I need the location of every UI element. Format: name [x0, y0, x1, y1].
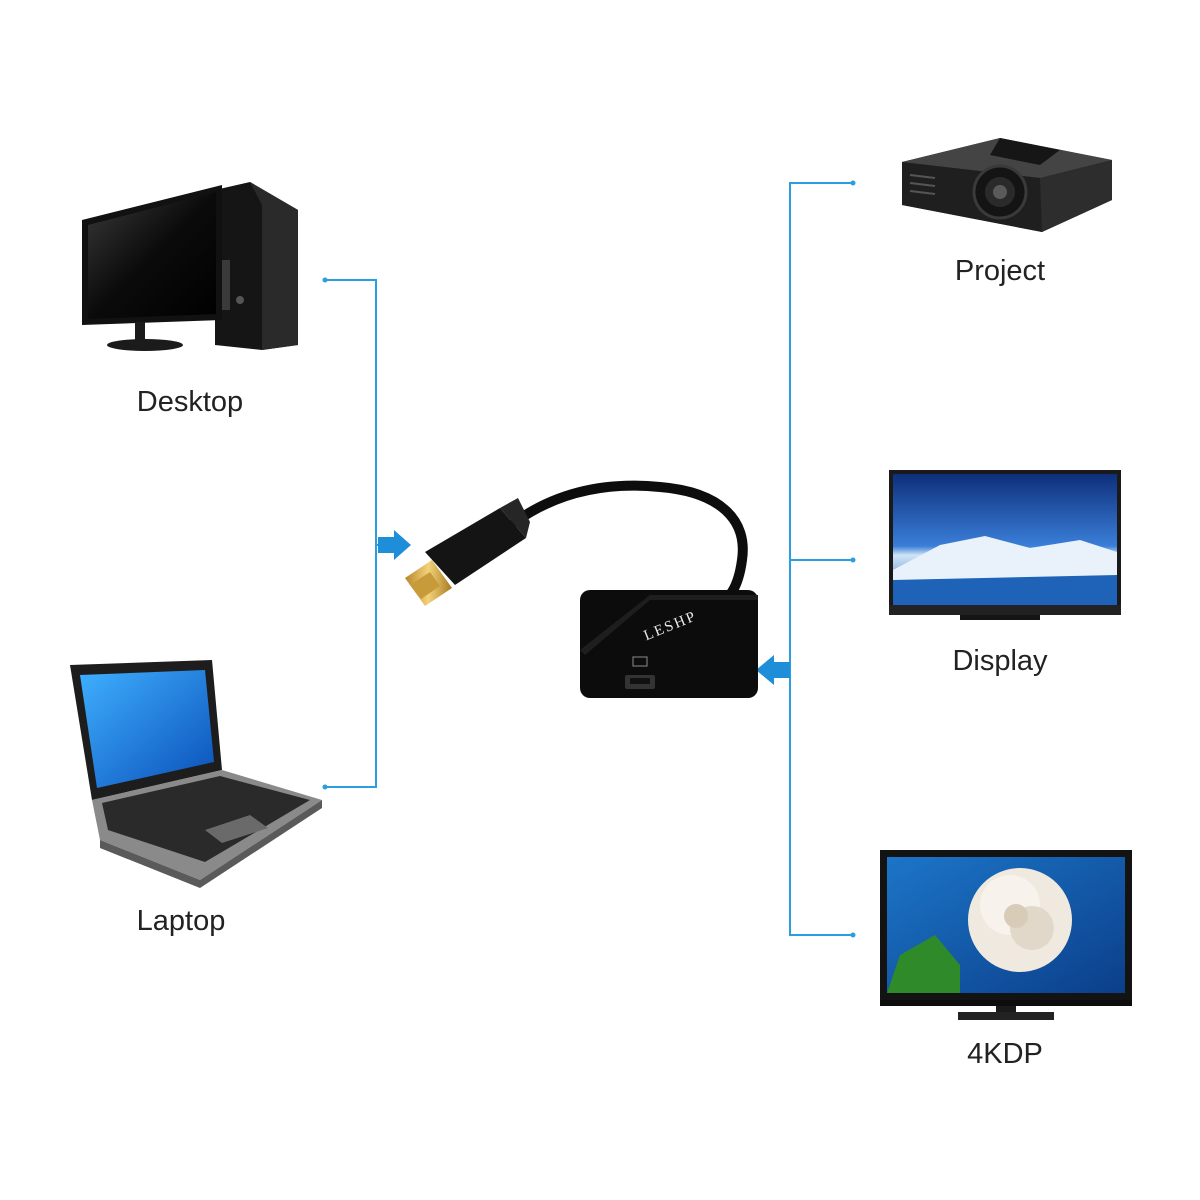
laptop-connector-dot — [322, 784, 328, 790]
desktop-connector-dot — [322, 277, 328, 283]
input-arrow-icon — [378, 530, 411, 560]
desktop-computer-icon — [82, 182, 298, 351]
project-label: Project — [955, 255, 1045, 287]
4kdp-connector-dot — [850, 932, 856, 938]
display-label: Display — [952, 645, 1048, 677]
project-connector-dot — [850, 180, 856, 186]
displayport-to-hdmi-adapter-icon: LESHP — [405, 480, 758, 698]
laptop-icon — [70, 660, 322, 888]
4kdp-label: 4KDP — [967, 1038, 1043, 1070]
display-monitor-icon — [889, 470, 1121, 620]
laptop-label: Laptop — [137, 905, 226, 937]
4k-tv-icon — [880, 850, 1132, 1020]
desktop-label: Desktop — [137, 386, 243, 418]
source-connector-lines — [325, 279, 386, 788]
output-arrow-icon — [756, 655, 790, 685]
projector-icon — [902, 138, 1112, 232]
target-connector-lines — [789, 182, 853, 936]
display-connector-dot — [850, 557, 856, 563]
